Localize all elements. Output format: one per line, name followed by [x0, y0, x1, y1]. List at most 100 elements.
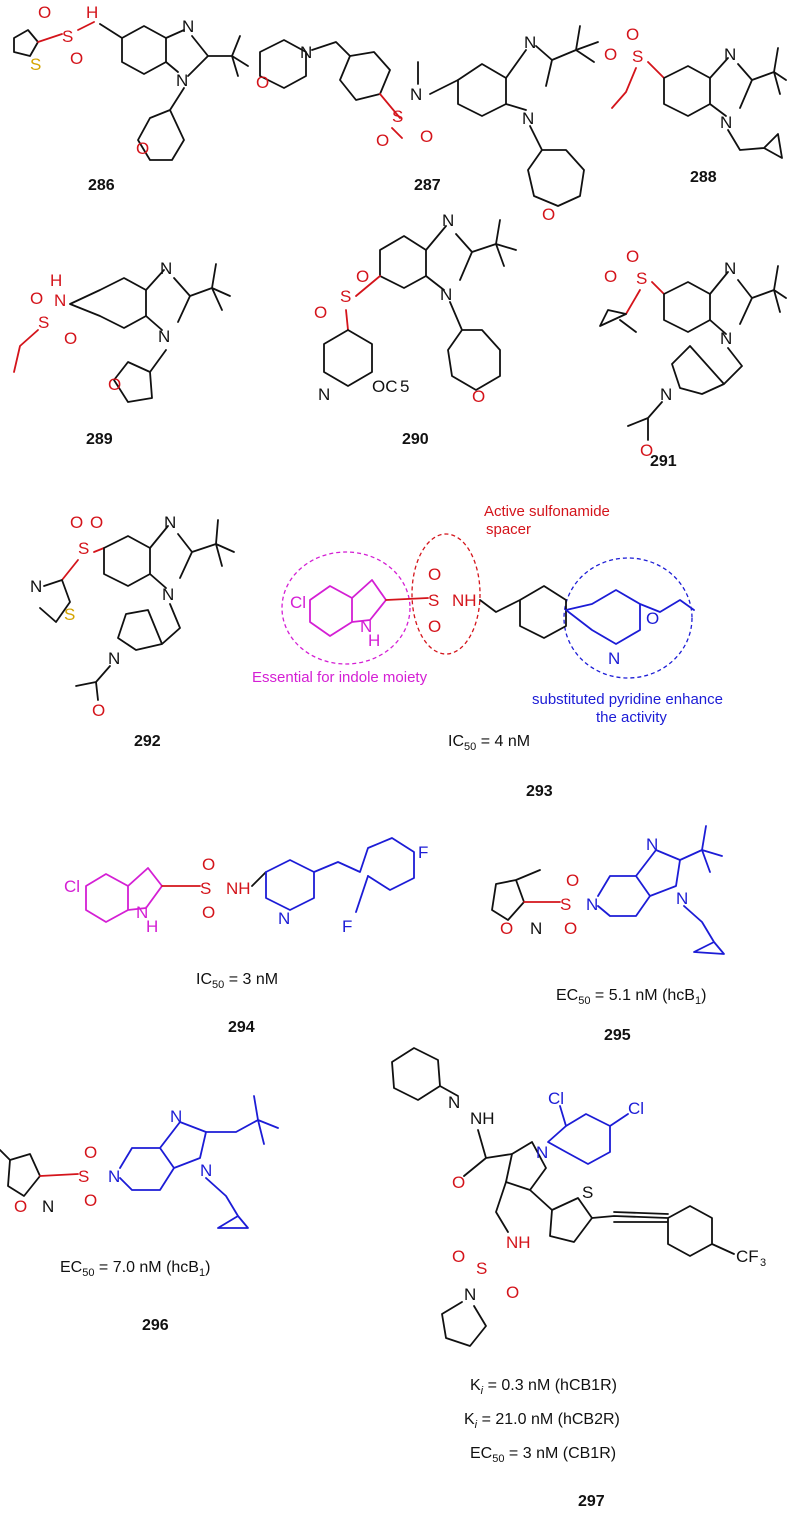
atom-O: O: [90, 513, 103, 532]
atom-O: O: [202, 855, 215, 874]
atom-O: O: [84, 1191, 97, 1210]
atom-O: O: [500, 919, 513, 938]
atom-N: N: [676, 889, 688, 908]
activity-295: EC50 = 5.1 nM (hcB1): [556, 987, 706, 1007]
atom-N: N: [54, 291, 66, 310]
atom-H: H: [86, 3, 98, 22]
atom-N: N: [586, 895, 598, 914]
structure-297: N NH O N Cl Cl S CF 3 NH S O O N Ki = 0.…: [391, 1047, 766, 1465]
structure-293: Active sulfonamide spacer Cl N H S O O N…: [252, 503, 723, 753]
atom-Cl: Cl: [548, 1089, 564, 1108]
atom-CF3-3: 3: [760, 1257, 766, 1269]
atom-N: N: [182, 17, 194, 36]
atom-NH: NH: [452, 591, 477, 610]
structure-295: O N S O O N N N EC50 = 5.1 nM (hcB1): [491, 825, 725, 1007]
atom-O: O: [452, 1173, 465, 1192]
compound-number-293: 293: [526, 783, 553, 800]
compound-number-289: 289: [86, 431, 113, 448]
atom-S: S: [30, 55, 41, 74]
annotation-indole: Essential for indole moiety: [252, 669, 428, 686]
atom-F: F: [418, 843, 428, 862]
atom-N: N: [524, 33, 536, 52]
atom-O: O: [64, 329, 77, 348]
atom-O: O: [566, 871, 579, 890]
structure-289: H N O S O N N O: [13, 259, 231, 403]
atom-O: O: [604, 267, 617, 286]
activity-297-ki-cb1: Ki = 0.3 nM (hCB1R): [470, 1377, 617, 1397]
atom-S: S: [428, 591, 439, 610]
atom-N: N: [536, 1143, 548, 1162]
atom-NH: NH: [226, 879, 251, 898]
atom-O: O: [420, 127, 433, 146]
atom-N: N: [440, 285, 452, 304]
compound-number-292: 292: [134, 733, 161, 750]
compound-number-291: 291: [650, 453, 677, 470]
atom-N: N: [448, 1093, 460, 1112]
structure-288: O O S N N: [604, 25, 787, 159]
atom-O: O: [646, 609, 659, 628]
atom-O: O: [256, 73, 269, 92]
atom-S: S: [200, 879, 211, 898]
atom-N: N: [200, 1161, 212, 1180]
activity-293: IC50 = 4 nM: [448, 733, 530, 753]
atom-O: O: [626, 247, 639, 266]
compound-number-290: 290: [402, 431, 429, 448]
annotation-sulfonamide-spacer-2: spacer: [486, 521, 531, 538]
structure-291: O O S N N N O: [599, 247, 787, 460]
atom-S: S: [38, 313, 49, 332]
atom-O: O: [108, 375, 121, 394]
compound-number-295: 295: [604, 1027, 631, 1044]
atom-S: S: [78, 1167, 89, 1186]
atom-O: O: [70, 49, 83, 68]
atom-N: N: [278, 909, 290, 928]
atom-O: O: [506, 1283, 519, 1302]
atom-S: S: [64, 605, 75, 624]
atom-N: N: [724, 259, 736, 278]
structure-294: Cl N H S O O NH N F F IC50 = 3 nM: [64, 837, 428, 991]
structure-290: N N S O O N OC 5 O: [314, 211, 517, 406]
annotation-pyridine-2: the activity: [596, 709, 667, 726]
structure-287: O N S O O N N N O: [256, 25, 599, 224]
atom-N: N: [170, 1107, 182, 1126]
atom-N: N: [318, 385, 330, 404]
atom-H: H: [50, 271, 62, 290]
atom-S: S: [392, 107, 403, 126]
atom-N: N: [410, 85, 422, 104]
atom-S: S: [632, 47, 643, 66]
atom-N: N: [158, 327, 170, 346]
compound-number-287: 287: [414, 177, 441, 194]
atom-S: S: [340, 287, 351, 306]
atom-N: N: [724, 45, 736, 64]
atom-F: F: [342, 917, 352, 936]
compound-number-296: 296: [142, 1317, 169, 1334]
atom-O: O: [542, 205, 555, 224]
atom-O: O: [84, 1143, 97, 1162]
atom-N: N: [442, 211, 454, 230]
atom-S: S: [582, 1183, 593, 1202]
atom-O: O: [14, 1197, 27, 1216]
atom-S: S: [476, 1259, 487, 1278]
indole-highlight-circle: [281, 551, 411, 665]
activity-296: EC50 = 7.0 nM (hcB1): [60, 1259, 210, 1279]
atom-O: O: [564, 919, 577, 938]
atom-N: N: [164, 513, 176, 532]
structure-296: O N S O O N N N EC50 = 7.0 nM (hcB1): [0, 1095, 279, 1279]
atom-O: O: [428, 565, 441, 584]
atom-CF3: CF: [736, 1247, 759, 1266]
atom-S: S: [636, 269, 647, 288]
atom-N: N: [608, 649, 620, 668]
compound-number-297: 297: [578, 1493, 605, 1510]
atom-N: N: [42, 1197, 54, 1216]
atom-N: N: [176, 71, 188, 90]
atom-H: H: [146, 917, 158, 936]
atom-N: N: [720, 113, 732, 132]
atom-N: N: [660, 385, 672, 404]
atom-N: N: [300, 43, 312, 62]
atom-OC: OC: [372, 377, 398, 396]
atom-N: N: [464, 1285, 476, 1304]
atom-N: N: [136, 903, 148, 922]
atom-O: O: [376, 131, 389, 150]
atom-O: O: [314, 303, 327, 322]
atom-O: O: [640, 441, 653, 460]
